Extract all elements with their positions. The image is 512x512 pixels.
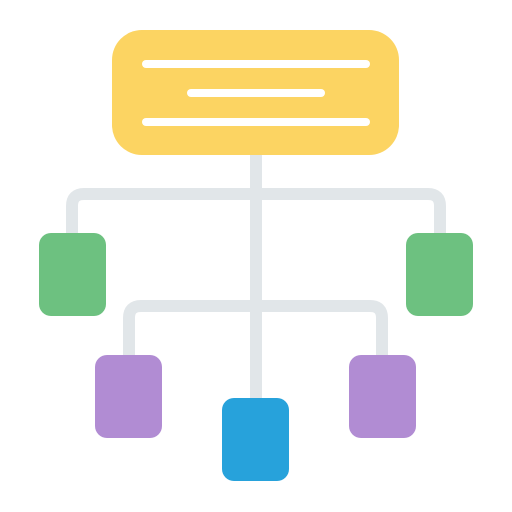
upper-branch-connector: [66, 188, 446, 246]
grandchild-node-right: [349, 355, 416, 438]
root-node: [112, 30, 399, 155]
connector-lines: [66, 144, 446, 416]
grandchild-node-center: [222, 398, 289, 481]
grandchild-node-left: [95, 355, 162, 438]
child-node-right: [406, 233, 473, 316]
child-node-left: [39, 233, 106, 316]
lower-branch-connector: [123, 300, 388, 366]
